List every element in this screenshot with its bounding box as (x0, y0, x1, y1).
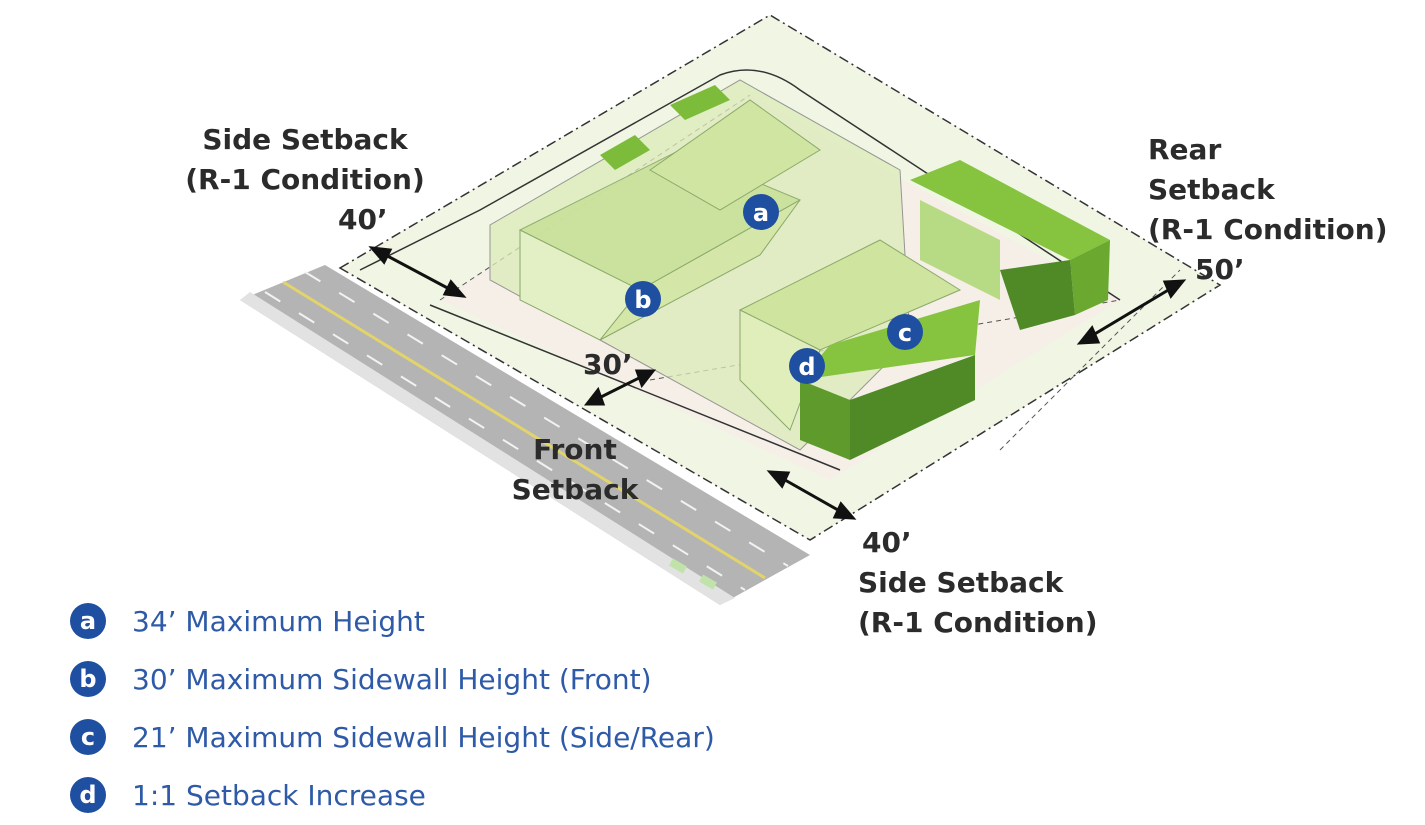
marker-c-letter: c (898, 319, 912, 347)
legend-item-d: d 1:1 Setback Increase (70, 766, 715, 824)
legend-text-a: 34’ Maximum Height (132, 604, 425, 638)
legend-item-b: b 30’ Maximum Sidewall Height (Front) (70, 650, 715, 708)
side-setback-bottom-line-2: (R-1 Condition) (858, 606, 1098, 639)
side-setback-top-label: Side Setback (R-1 Condition) (175, 120, 435, 200)
legend-text-c: 21’ Maximum Sidewall Height (Side/Rear) (132, 720, 715, 754)
side-setback-top-distance: 40’ (338, 203, 388, 236)
rear-setback-line-2: Setback (1148, 173, 1275, 206)
side-setback-top-line-2: (R-1 Condition) (185, 163, 425, 196)
side-setback-bottom-line-1: Side Setback (858, 566, 1064, 599)
dimension-arrows (368, 246, 1187, 520)
marker-d: d (789, 348, 825, 384)
front-setback-label: Front Setback (505, 430, 645, 510)
rear-setback-label: Rear Setback (R-1 Condition) (1148, 130, 1388, 250)
front-setback-line-1: Front (533, 433, 617, 466)
legend-text-b: 30’ Maximum Sidewall Height (Front) (132, 662, 652, 696)
front-setback-line-2: Setback (511, 473, 639, 506)
side-setback-bottom-label: Side Setback (R-1 Condition) (858, 563, 1098, 643)
legend-item-a: a 34’ Maximum Height (70, 592, 715, 650)
legend-text-d: 1:1 Setback Increase (132, 778, 426, 812)
legend-badge-b: b (70, 661, 106, 697)
marker-b: b (625, 281, 661, 317)
legend-badge-d: d (70, 777, 106, 813)
legend-badge-c: c (70, 719, 106, 755)
marker-a-letter: a (753, 199, 769, 227)
marker-a: a (743, 194, 779, 230)
rear-setback-distance: 50’ (1195, 253, 1245, 286)
marker-c: c (887, 314, 923, 350)
legend-item-c: c 21’ Maximum Sidewall Height (Side/Rear… (70, 708, 715, 766)
street (240, 265, 810, 605)
marker-d-letter: d (798, 353, 815, 381)
legend-badge-a: a (70, 603, 106, 639)
front-setback-distance: 30’ (583, 348, 633, 381)
rear-setback-line-3: (R-1 Condition) (1148, 213, 1388, 246)
legend: a 34’ Maximum Height b 30’ Maximum Sidew… (70, 592, 715, 824)
side-setback-bottom-distance: 40’ (862, 526, 912, 559)
rear-setback-line-1: Rear (1148, 133, 1222, 166)
marker-b-letter: b (634, 286, 651, 314)
side-setback-top-line-1: Side Setback (202, 123, 408, 156)
